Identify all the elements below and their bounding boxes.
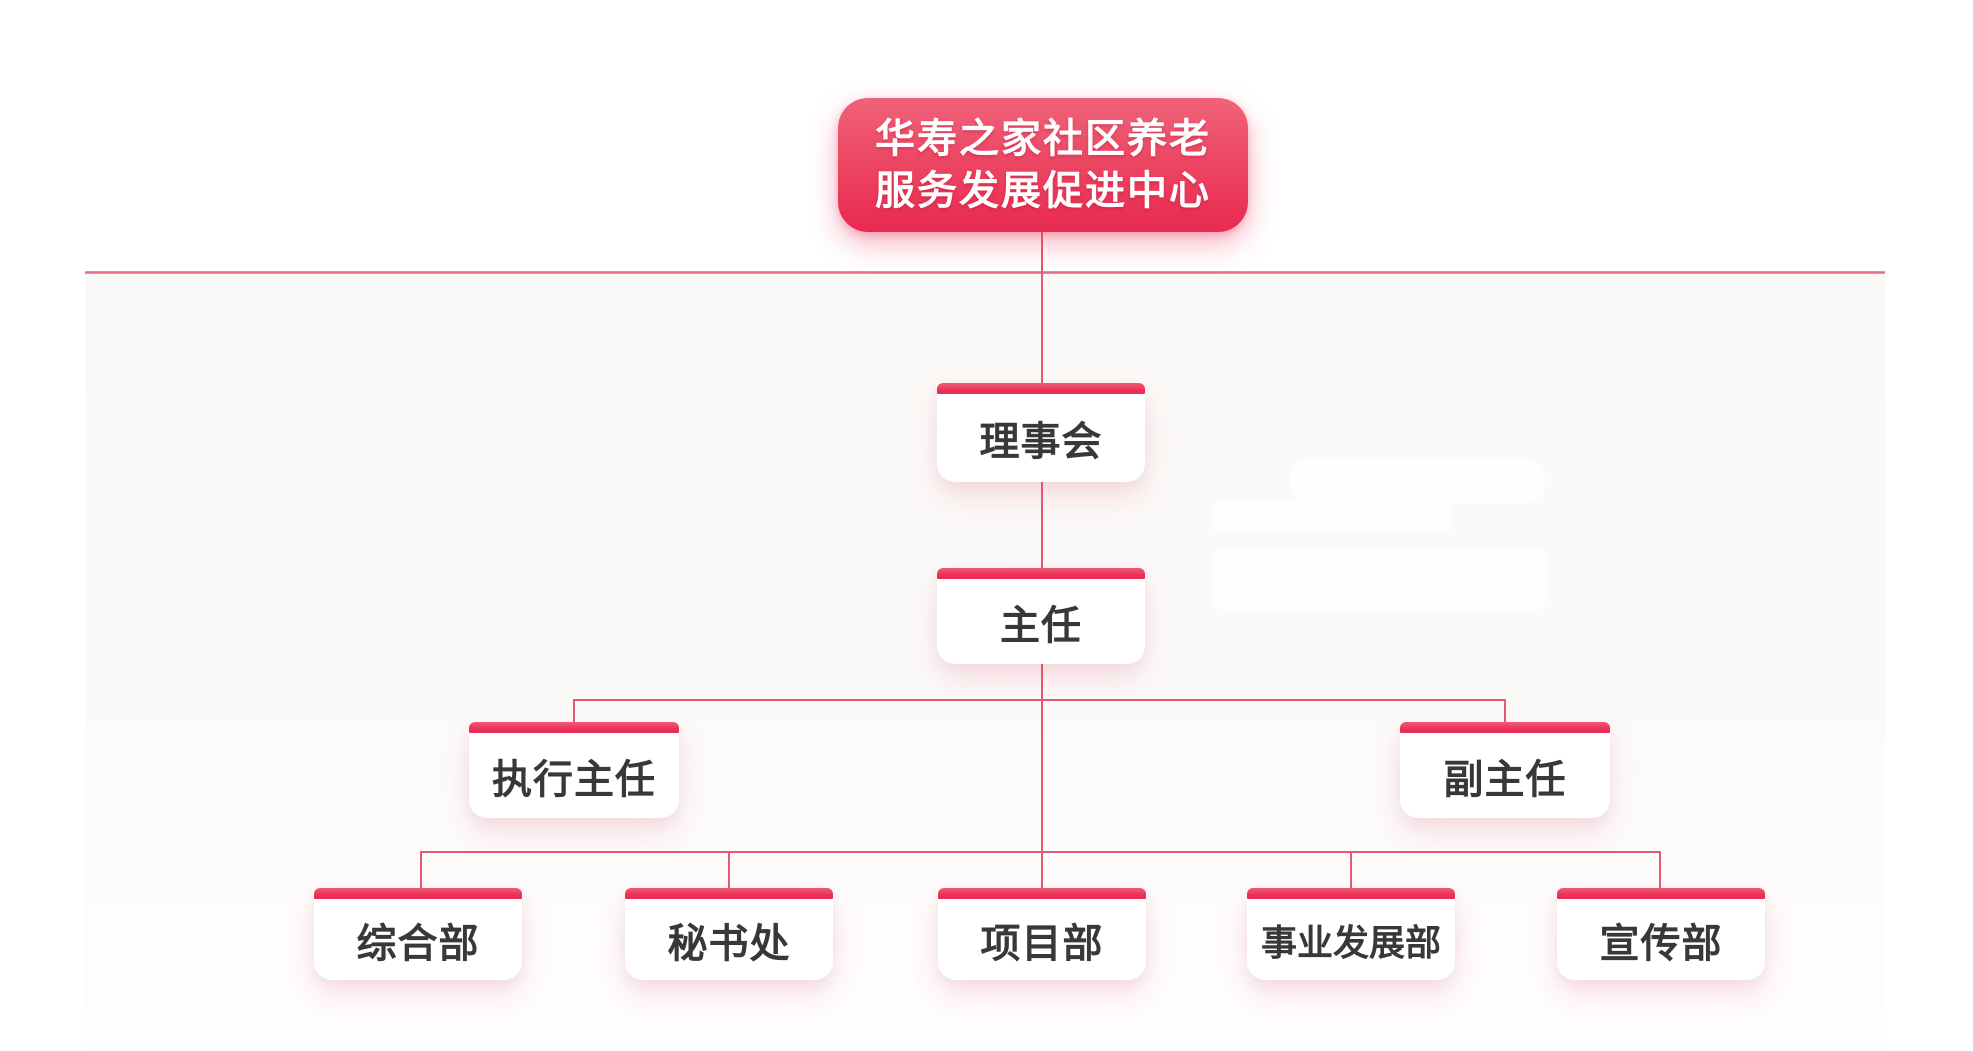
node-accent-bar: [1247, 888, 1455, 899]
node-accent-bar: [1557, 888, 1765, 899]
node-accent-bar: [469, 722, 679, 733]
node-label: 副主任: [1443, 757, 1567, 802]
drop-deputy-director: [1504, 699, 1506, 723]
node-dept-projects: 项目部: [938, 888, 1146, 980]
node-accent-bar: [625, 888, 833, 899]
node-accent-bar: [937, 383, 1145, 394]
node-dept-general: 综合部: [314, 888, 522, 980]
branch-line-level3: [574, 699, 1506, 701]
root-label-line1: 华寿之家社区养老: [875, 117, 1211, 161]
connector-director-to-departments: [1041, 664, 1043, 890]
artifact-patch: [1290, 458, 1545, 504]
node-deputy-director: 副主任: [1400, 722, 1610, 818]
node-executive-director: 执行主任: [469, 722, 679, 818]
node-label: 综合部: [356, 921, 480, 966]
node-label: 事业发展部: [1260, 921, 1441, 963]
node-director: 主任: [937, 568, 1145, 664]
node-accent-bar: [937, 568, 1145, 579]
artifact-patch: [1212, 548, 1547, 610]
node-accent-bar: [1400, 722, 1610, 733]
node-label: 主任: [1000, 603, 1082, 648]
drop-dept-4: [1350, 851, 1352, 889]
divider-line: [85, 271, 1885, 274]
node-label: 项目部: [980, 921, 1104, 966]
artifact-patch: [1212, 502, 1452, 532]
connector-board-to-director: [1041, 482, 1043, 568]
node-label: 宣传部: [1599, 921, 1723, 966]
node-accent-bar: [938, 888, 1146, 899]
node-label: 执行主任: [492, 757, 656, 802]
node-label: 秘书处: [667, 921, 791, 966]
branch-line-level4: [421, 851, 1661, 853]
root-label-line2: 服务发展促进中心: [875, 169, 1211, 213]
drop-executive-director: [573, 699, 575, 723]
node-dept-publicity: 宣传部: [1557, 888, 1765, 980]
root-node: 华寿之家社区养老 服务发展促进中心: [838, 98, 1248, 232]
node-dept-business-development: 事业发展部: [1247, 888, 1455, 980]
node-label: 理事会: [979, 420, 1103, 464]
drop-dept-5: [1659, 851, 1661, 889]
node-board: 理事会: [937, 383, 1145, 482]
node-accent-bar: [314, 888, 522, 899]
drop-dept-1: [420, 851, 422, 889]
connector-root-to-board: [1041, 230, 1043, 383]
node-dept-secretariat: 秘书处: [625, 888, 833, 980]
drop-dept-2: [728, 851, 730, 889]
